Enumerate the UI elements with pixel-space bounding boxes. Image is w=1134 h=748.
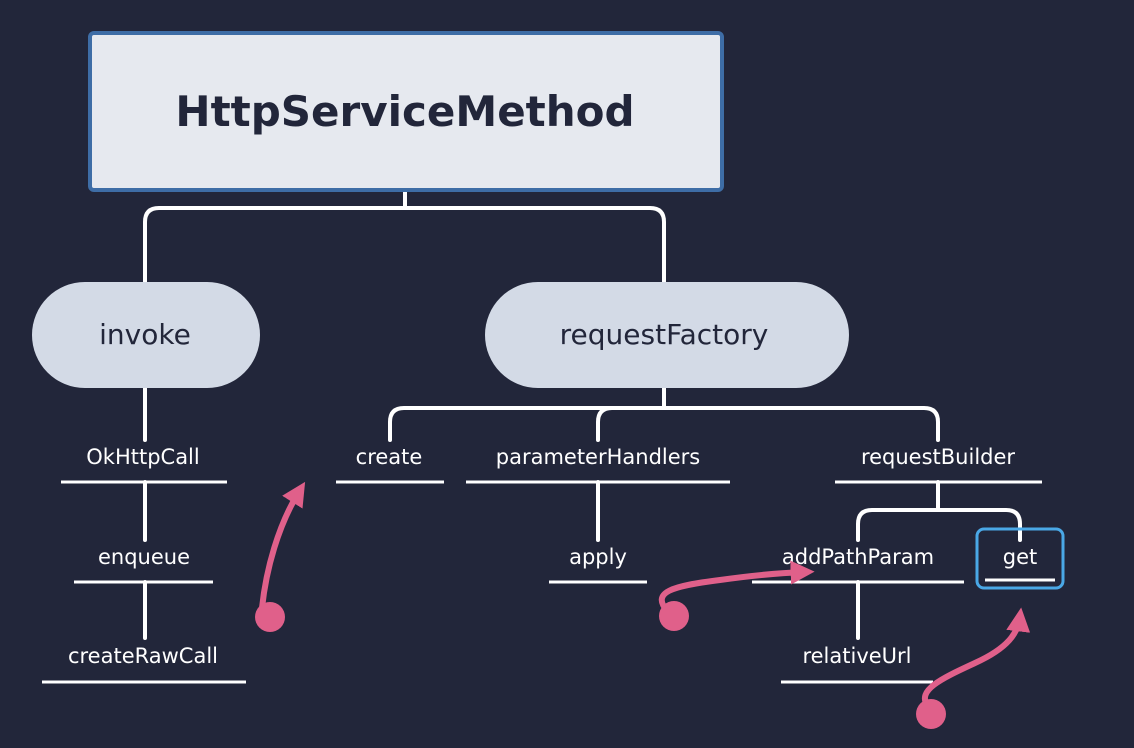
- invoke-node[interactable]: invoke: [32, 282, 260, 388]
- curved-arrow-icon: [255, 481, 306, 632]
- requestbuilder-node[interactable]: requestBuilder: [835, 445, 1042, 484]
- addpathparam-label: addPathParam: [782, 545, 934, 569]
- root-node-label: HttpServiceMethod: [175, 87, 634, 136]
- okhttpcall-node[interactable]: OkHttpCall: [61, 445, 227, 484]
- enqueue-node[interactable]: enqueue: [74, 545, 213, 584]
- curved-arrow-icon: [658, 560, 815, 631]
- root-node[interactable]: HttpServiceMethod: [88, 31, 724, 192]
- create-label: create: [356, 445, 423, 469]
- apply-label: apply: [569, 545, 627, 569]
- create-node[interactable]: create: [336, 445, 444, 484]
- root-connector: [143, 188, 666, 284]
- apply-node[interactable]: apply: [549, 545, 647, 584]
- enqueue-label: enqueue: [98, 545, 190, 569]
- invoke-node-label: invoke: [99, 318, 191, 351]
- createrawcall-node[interactable]: createRawCall: [42, 644, 246, 684]
- createrawcall-label: createRawCall: [68, 644, 218, 668]
- request-factory-node[interactable]: requestFactory: [485, 282, 849, 388]
- get-label: get: [1003, 545, 1037, 569]
- annotation-arrows: [255, 481, 1031, 729]
- get-highlight-box: [975, 527, 1065, 590]
- get-node[interactable]: get: [975, 527, 1065, 590]
- parameterhandlers-node[interactable]: parameterHandlers: [466, 445, 730, 484]
- relativeurl-node[interactable]: relativeUrl: [781, 644, 933, 684]
- curved-arrow-icon: [916, 607, 1031, 729]
- okhttpcall-label: OkHttpCall: [86, 445, 199, 469]
- addpathparam-node[interactable]: addPathParam: [752, 545, 964, 584]
- relativeurl-label: relativeUrl: [802, 644, 911, 668]
- connectors: [143, 188, 1022, 640]
- requestbuilder-label: requestBuilder: [861, 445, 1015, 469]
- request-factory-node-label: requestFactory: [560, 318, 769, 351]
- parameterhandlers-label: parameterHandlers: [496, 445, 701, 469]
- request-builder-connector: [856, 480, 1022, 640]
